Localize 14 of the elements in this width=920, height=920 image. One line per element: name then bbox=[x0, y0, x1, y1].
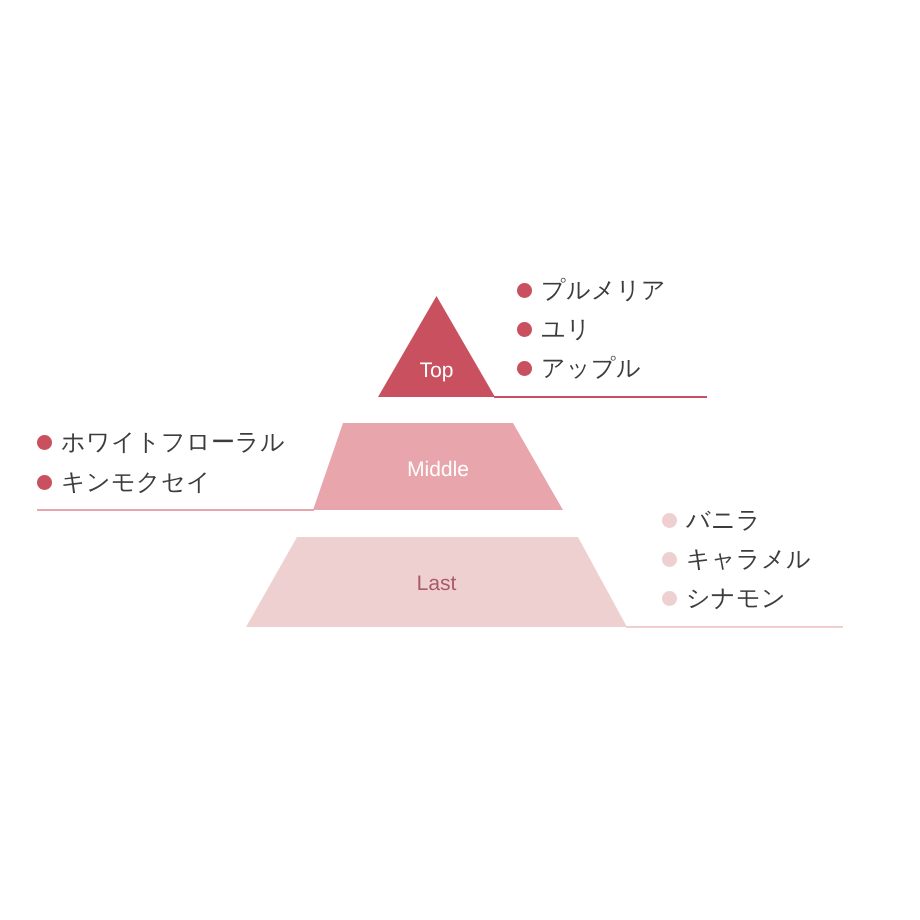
tier-label: Top bbox=[420, 360, 454, 381]
tier-label: Last bbox=[416, 573, 456, 594]
tier-label: Middle bbox=[407, 459, 469, 480]
note-item: ユリ bbox=[541, 317, 591, 341]
note-item: キャラメル bbox=[686, 547, 811, 571]
note-item: シナモン bbox=[686, 586, 786, 610]
pyramid-top-triangle bbox=[378, 296, 495, 397]
note-item: アップル bbox=[541, 356, 641, 380]
note-item: ホワイトフローラル bbox=[61, 430, 285, 454]
note-item: プルメリア bbox=[541, 278, 666, 302]
note-item: バニラ bbox=[686, 508, 761, 532]
pyramid-tier-trapezoid bbox=[246, 537, 627, 627]
note-item: キンモクセイ bbox=[61, 470, 211, 494]
pyramid-tier-trapezoid bbox=[313, 423, 563, 510]
